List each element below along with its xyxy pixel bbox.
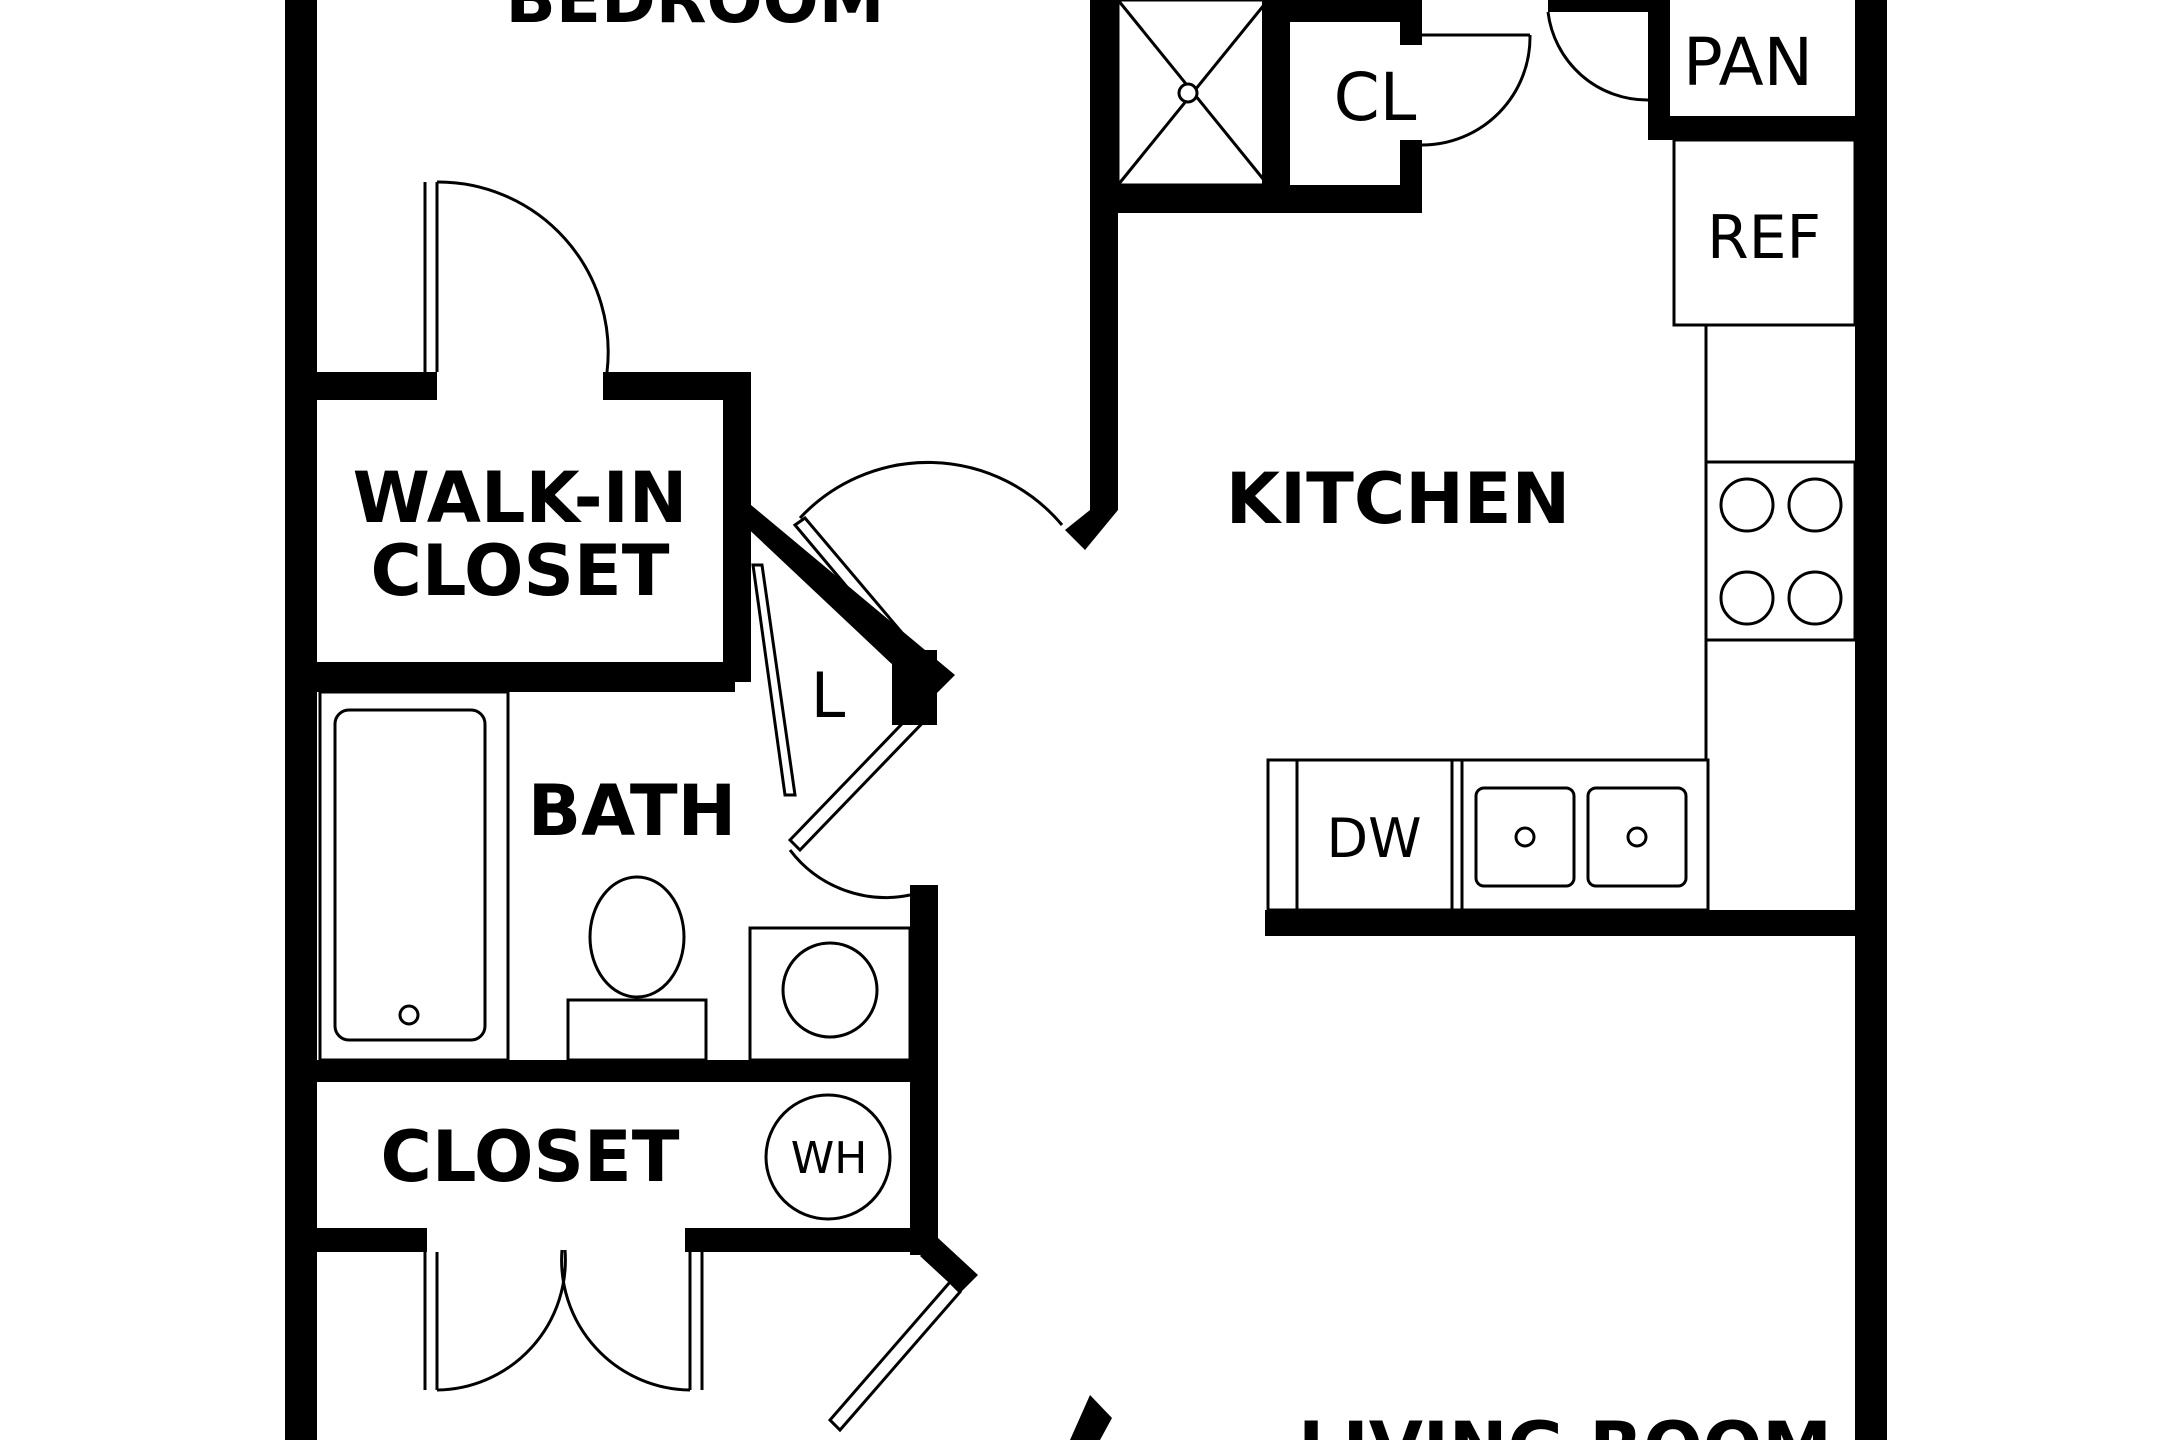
- bath-room: [317, 690, 938, 1255]
- walk-in-closet-label-line2: CLOSET: [371, 530, 670, 612]
- cl-closet: [1262, 0, 1532, 213]
- refrigerator-label: REF: [1707, 203, 1821, 273]
- closet-label: CLOSET: [381, 1116, 680, 1198]
- refrigerator: [1672, 138, 1857, 327]
- walk-in-closet-label-line1: WALK-IN: [353, 457, 688, 539]
- pantry-door[interactable]: [1546, 11, 1649, 102]
- bedroom-door-arc: [798, 460, 1064, 526]
- kitchen-label: KITCHEN: [1226, 458, 1570, 540]
- cl-label: CL: [1334, 59, 1417, 136]
- bathtub: [318, 690, 510, 1062]
- pantry-label: PAN: [1683, 24, 1813, 101]
- bath-sink: [748, 926, 912, 1062]
- bedroom-label: BEDROOM: [506, 0, 885, 38]
- linen-label: L: [811, 659, 846, 732]
- counter-right: [1270, 325, 1708, 762]
- dishwasher-label: DW: [1327, 807, 1422, 870]
- water-heater-label: WH: [791, 1133, 868, 1184]
- cl-door[interactable]: [1421, 33, 1532, 147]
- linen-door[interactable]: [787, 515, 938, 853]
- kitchen-sink: [1474, 786, 1688, 888]
- linen-closet: [723, 505, 955, 853]
- bath-label: BATH: [528, 770, 736, 852]
- pantry: [1546, 0, 1858, 140]
- walk-in-closet-room: [317, 180, 751, 692]
- hall-closet: [317, 1093, 1112, 1440]
- living-room-label: LIVING ROOM: [1298, 1407, 1832, 1440]
- living-room-door[interactable]: [827, 1279, 963, 1433]
- kitchen: [1265, 138, 1857, 936]
- hall-closet-doors[interactable]: [423, 1249, 704, 1392]
- toilet: [566, 875, 708, 1062]
- water-heater-icon: [764, 1093, 892, 1221]
- outer-walls: [285, 0, 1887, 1440]
- bedroom-kitchen-wall: [1065, 0, 1118, 550]
- walk-in-closet-door[interactable]: [423, 180, 610, 373]
- stove: [1704, 460, 1857, 642]
